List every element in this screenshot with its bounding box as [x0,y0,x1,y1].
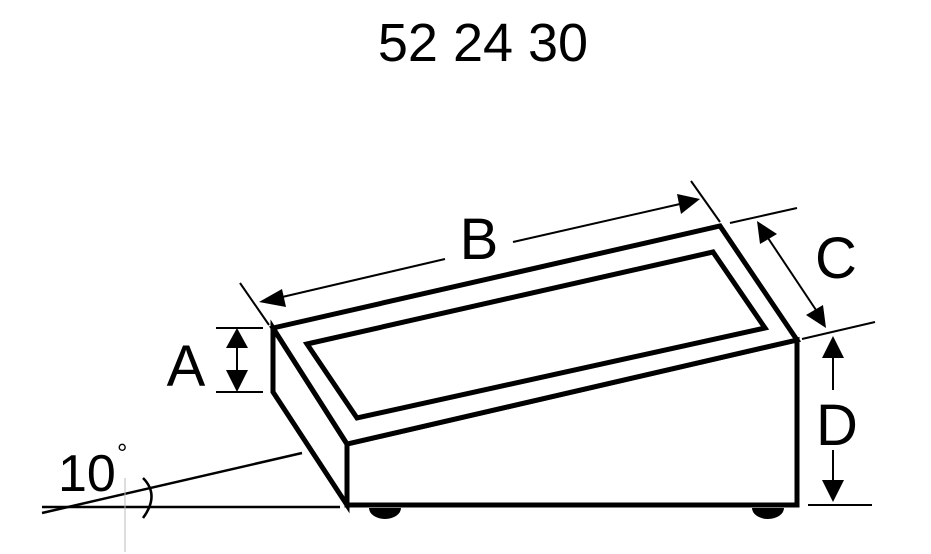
enclosure-panel-recess [302,249,770,421]
angle-reference-line [41,451,303,515]
arrow-down-icon [822,480,844,502]
dimension-a-label: A [167,334,206,399]
dimension-b: B [239,180,721,326]
arrow-up-icon [226,328,248,348]
dimension-b-label: B [460,207,499,272]
dimension-d: D [808,336,872,506]
arrow-down-right-icon [806,305,826,328]
angle-arc-icon [141,477,153,519]
arrow-right-icon [677,194,700,214]
arrow-up-icon [822,336,844,358]
dimension-c-label: C [815,226,857,291]
degree-symbol: ° [117,438,127,468]
foot-right-icon [752,508,784,519]
dimension-c: C [729,207,876,340]
arrow-down-icon [226,370,248,392]
part-number-title: 52 24 30 [378,13,588,73]
angle-label: 10 [58,445,116,503]
arrow-left-icon [259,289,286,307]
foot-left-icon [369,508,401,519]
dimension-a: A [167,327,263,399]
arrow-up-left-icon [757,221,777,244]
dimension-d-label: D [816,393,858,458]
